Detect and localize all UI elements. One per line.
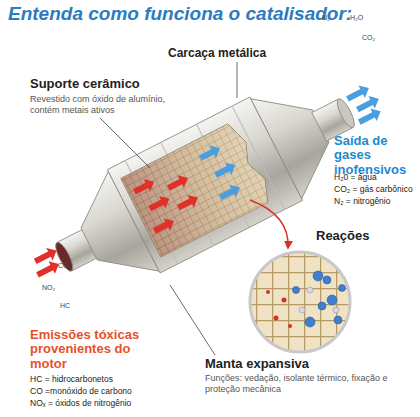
leader-line [100, 118, 150, 168]
leader-line [237, 62, 238, 98]
part-label: Manta expansiva [205, 356, 405, 372]
part-label: Suporte cerâmico [30, 76, 180, 92]
callout-arrow [250, 200, 288, 248]
legend-note: HC = hidrocarbonetos [30, 374, 190, 384]
reaction-magnifier [248, 250, 352, 354]
legend-note: N₂ = nitrogênio [334, 196, 420, 206]
part-description: Revestido com óxido de alumínio, contém … [30, 94, 180, 117]
gas-label: HC [60, 302, 90, 310]
gas-label: NO₂ [42, 284, 72, 292]
legend-note: CO =monóxido de carbono [30, 386, 190, 396]
section-heading: Emissões tóxicas provenientes do motor [30, 328, 142, 371]
section-heading: Saída de gases inofensivos [334, 134, 420, 177]
section-heading: Reações [316, 228, 396, 244]
part-description: Funções: vedação, isolante térmico, fixa… [205, 373, 395, 396]
gas-label: CO₂ [362, 34, 392, 42]
gas-label: H₂O [350, 14, 380, 22]
legend-note: CO₂ = gás carbônico [334, 184, 420, 194]
part-label: Carcaça metálica [168, 46, 308, 60]
leader-line [170, 285, 215, 355]
legend-note: NOₓ = óxidos de nitrogênio [30, 398, 190, 408]
legend-note: H₂0 = água [334, 172, 420, 182]
gas-label: CO [58, 262, 88, 270]
diagram-title: Entenda como funciona o catalisador: [8, 3, 352, 25]
gas-label: N₂ [322, 14, 352, 22]
